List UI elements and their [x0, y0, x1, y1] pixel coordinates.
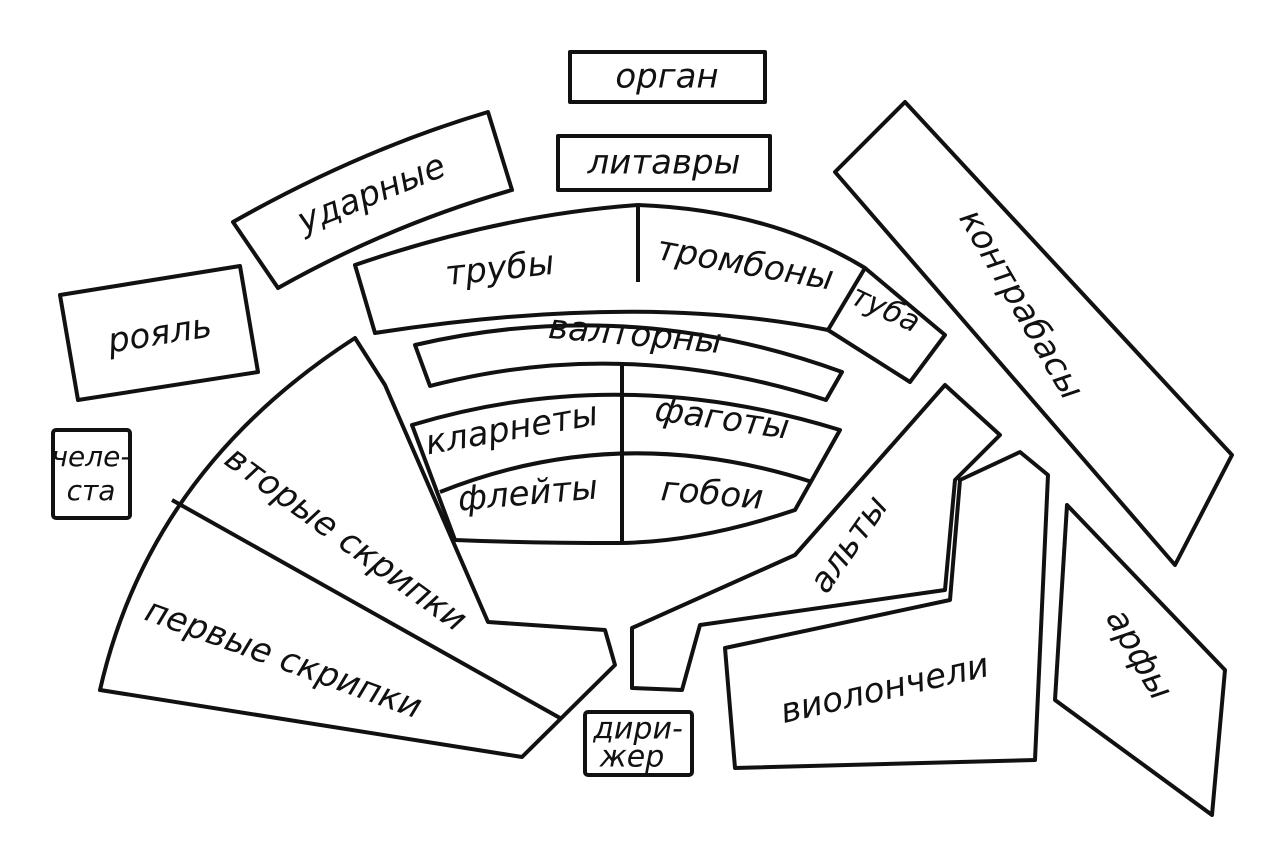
woodwinds-section: кларнеты фаготы флейты гобои [410, 363, 842, 545]
cellos-section: виолончели [723, 450, 1050, 770]
brass-section: трубы тромбоны туба [353, 203, 947, 384]
organ-section: орган [568, 50, 767, 104]
timpani-section: литавры [556, 134, 772, 192]
celesta-label-1: челе- [52, 440, 131, 473]
oboes-label: гобои [659, 469, 765, 518]
conductor-label-2: жер [599, 740, 665, 775]
conductor-label-1: дири- [592, 712, 683, 747]
conductor-section: дири- жер [583, 710, 694, 777]
piano-section: рояль [58, 264, 260, 402]
violins-section: вторые скрипки первые скрипки [98, 336, 617, 759]
harps-section: арфы [1053, 503, 1227, 817]
celesta-label-2: ста [67, 474, 116, 507]
organ-label: орган [615, 57, 718, 97]
timpani-label: литавры [587, 143, 741, 183]
celesta-section: челе- ста [51, 428, 132, 520]
